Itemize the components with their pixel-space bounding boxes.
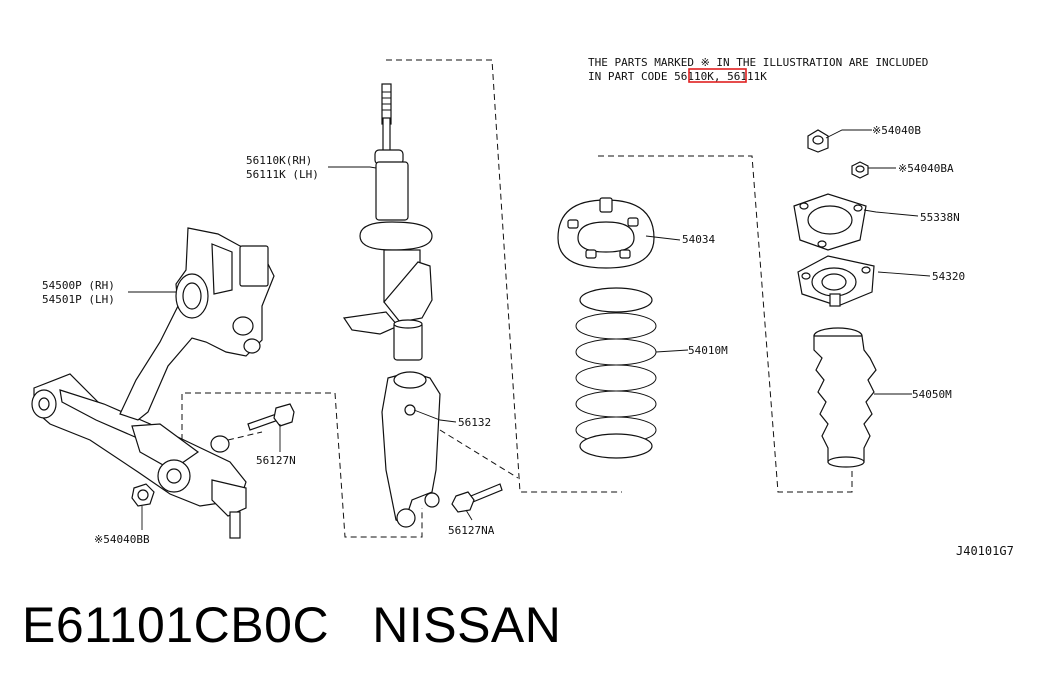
coil-spring-54010m[interactable] bbox=[575, 287, 657, 459]
nut-54040ba[interactable] bbox=[851, 161, 869, 179]
label-56111k[interactable]: 56111K (LH) bbox=[246, 168, 319, 181]
leader-56132 bbox=[413, 409, 457, 423]
mount-54320[interactable] bbox=[797, 255, 875, 307]
leader-strut bbox=[328, 166, 377, 169]
label-55338n[interactable]: 55338N bbox=[920, 211, 960, 224]
bracket-56132[interactable] bbox=[381, 371, 441, 528]
leader-54320 bbox=[877, 271, 931, 277]
label-56132[interactable]: 56132 bbox=[458, 416, 491, 429]
leader-54040b bbox=[825, 129, 872, 139]
leader-54010m bbox=[655, 349, 689, 353]
bolt-56127na[interactable] bbox=[451, 483, 503, 513]
part-code-title: E61101CB0C NISSAN bbox=[22, 597, 562, 653]
strut-assembly[interactable] bbox=[342, 83, 433, 361]
label-54050m[interactable]: 54050M bbox=[912, 388, 952, 401]
label-54501p[interactable]: 54501P (LH) bbox=[42, 293, 115, 306]
label-54010m[interactable]: 54010M bbox=[688, 344, 728, 357]
leader-56127na bbox=[465, 509, 473, 521]
note-line-2-prefix: IN PART CODE bbox=[588, 70, 674, 83]
code-highlight-box bbox=[688, 68, 747, 83]
label-54500p[interactable]: 54500P (RH) bbox=[42, 279, 115, 292]
label-56110k[interactable]: 56110K(RH) bbox=[246, 154, 312, 167]
label-54320[interactable]: 54320 bbox=[932, 270, 965, 283]
label-56127n[interactable]: 56127N bbox=[256, 454, 296, 467]
bolt-56127n[interactable] bbox=[247, 403, 295, 431]
nut-54040bb[interactable] bbox=[131, 483, 155, 507]
bracket-bolt-dashline bbox=[439, 429, 519, 479]
bolt-dashline bbox=[227, 431, 263, 441]
leader-55338n bbox=[863, 209, 919, 217]
note-line-2: IN PART CODE 56110K, 56111K bbox=[588, 70, 767, 83]
spring-group-outline bbox=[598, 155, 853, 493]
spring-seat-54034[interactable] bbox=[557, 197, 655, 269]
boot-54050m[interactable] bbox=[813, 327, 877, 468]
note-line-1: THE PARTS MARKED ※ IN THE ILLUSTRATION A… bbox=[588, 56, 928, 69]
label-54040ba[interactable]: ※54040BA bbox=[898, 162, 954, 175]
figure-code: J40101G7 bbox=[956, 544, 1014, 558]
label-56127na[interactable]: 56127NA bbox=[448, 524, 495, 537]
knuckle-bolt-outline bbox=[181, 392, 423, 538]
label-54040b[interactable]: ※54040B bbox=[872, 124, 921, 137]
nut-54040b[interactable] bbox=[807, 129, 829, 153]
note-line-2-suffix: , 56111K bbox=[714, 70, 767, 83]
knuckle-and-lower-arm[interactable] bbox=[31, 227, 275, 539]
label-54040bb[interactable]: ※54040BB bbox=[94, 533, 150, 546]
label-54034[interactable]: 54034 bbox=[682, 233, 715, 246]
leader-54034 bbox=[645, 235, 681, 241]
plate-55338n[interactable] bbox=[793, 193, 867, 251]
note-highlighted-code[interactable]: 56110K bbox=[674, 70, 714, 83]
strut-group-outline bbox=[386, 59, 622, 493]
